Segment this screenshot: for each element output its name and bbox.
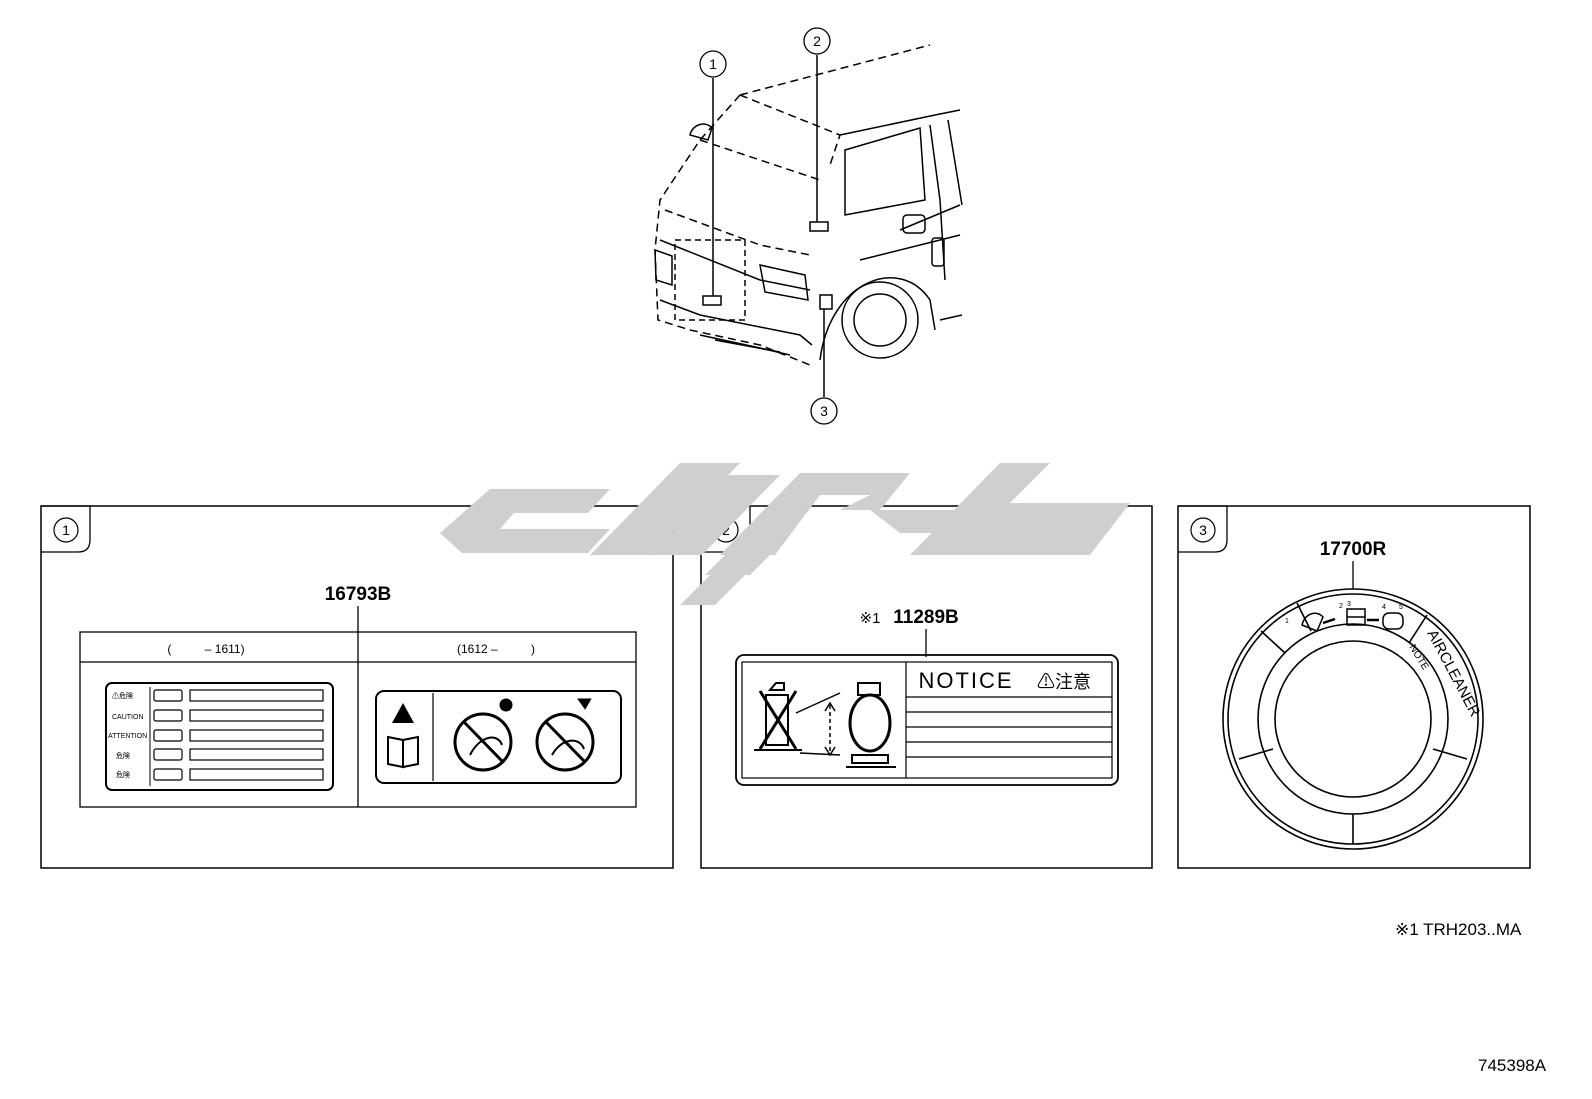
watermark-logo	[440, 463, 1130, 605]
step-number-3: 3	[1347, 601, 1351, 608]
van-callout-2: 2	[813, 33, 821, 49]
jack-crossed-out-icon	[754, 682, 802, 751]
air-cleaner-steps-icon	[1301, 608, 1404, 632]
panel-3-part-number: 17700R	[1320, 539, 1387, 560]
no-airbag-child-seat-icon	[453, 698, 513, 772]
panel-3-badge: 3	[1199, 522, 1207, 538]
no-airbag-infant-icon	[535, 698, 595, 772]
panel-1-part-number: 16793B	[325, 584, 392, 605]
warning-triangle-icon	[392, 703, 414, 723]
footnote-model: ※1 TRH203..MA	[1395, 920, 1522, 939]
height-arrow-icon	[795, 692, 841, 757]
panel-1: 1 16793B ( – 1611) (1612 – ) ⚠危険 CAUTION…	[40, 505, 674, 869]
panel-1-badge: 1	[62, 522, 70, 538]
panel-3: 3 17700R 1 2 3 4 5 AIRCLEANER NOTE	[1177, 505, 1531, 869]
step-number-1: 1	[1285, 618, 1289, 625]
panel-1-right-header: (1612 – )	[457, 642, 535, 656]
notice-title: NOTICE	[918, 668, 1013, 693]
panel-2: 2 ※1 11289B NOTICE ⚠注意	[700, 505, 1153, 869]
van-callout-1: 1	[709, 56, 717, 72]
step-number-2: 2	[1339, 603, 1343, 610]
jack-ok-icon	[846, 682, 896, 768]
van-callout-3: 3	[820, 403, 828, 419]
panel-1-left-header: ( – 1611)	[167, 642, 244, 656]
panel-2-part-number: 11289B	[893, 607, 959, 628]
panel-2-marker: ※1	[860, 610, 881, 627]
manual-book-icon	[387, 735, 419, 769]
notice-warning-jp: ⚠注意	[1037, 672, 1091, 692]
step-number-4: 4	[1382, 604, 1386, 611]
diagram-code: 745398A	[1478, 1056, 1547, 1075]
panel-1-row-label-4: 危険	[116, 751, 130, 760]
panel-1-row-label-5: 危険	[116, 770, 130, 779]
van-illustration: 1 2 3	[654, 27, 963, 425]
panel-1-row-label-1: ⚠危険	[112, 691, 133, 700]
step-number-5: 5	[1399, 604, 1403, 611]
panel-1-row-label-2: CAUTION	[112, 714, 144, 721]
panel-1-row-label-3: ATTENTION	[108, 733, 147, 740]
